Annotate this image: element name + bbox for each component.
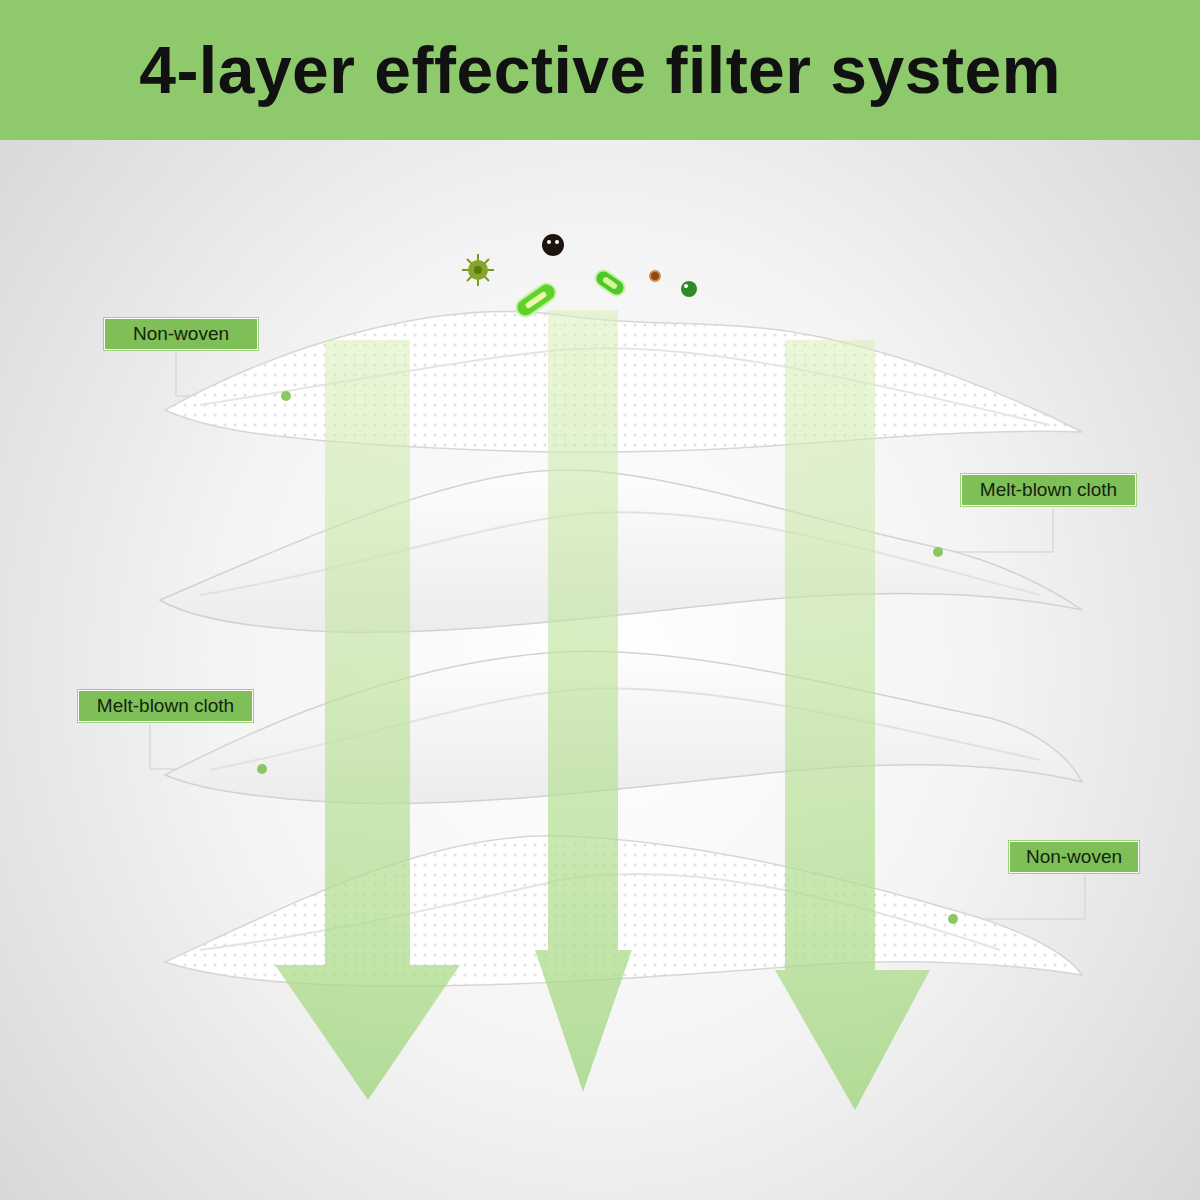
label-text: Non-woven <box>133 323 229 345</box>
airflow-arrows <box>275 310 930 1110</box>
label-text: Non-woven <box>1026 846 1122 868</box>
melt-blown-layer <box>160 470 1082 632</box>
particles <box>462 234 697 320</box>
layer-dots <box>257 391 958 924</box>
title-bar: 4-layer effective filter system <box>0 0 1200 140</box>
title-text: 4-layer effective filter system <box>139 32 1061 108</box>
label-text: Melt-blown cloth <box>980 479 1117 501</box>
layer-label: Non-woven <box>1009 841 1139 873</box>
non-woven-layer <box>165 312 1082 453</box>
label-text: Melt-blown cloth <box>97 695 234 717</box>
melt-blown-layer <box>165 651 1082 803</box>
layer-label: Melt-blown cloth <box>78 690 253 722</box>
layer-label: Melt-blown cloth <box>961 474 1136 506</box>
layer-label: Non-woven <box>104 318 258 350</box>
